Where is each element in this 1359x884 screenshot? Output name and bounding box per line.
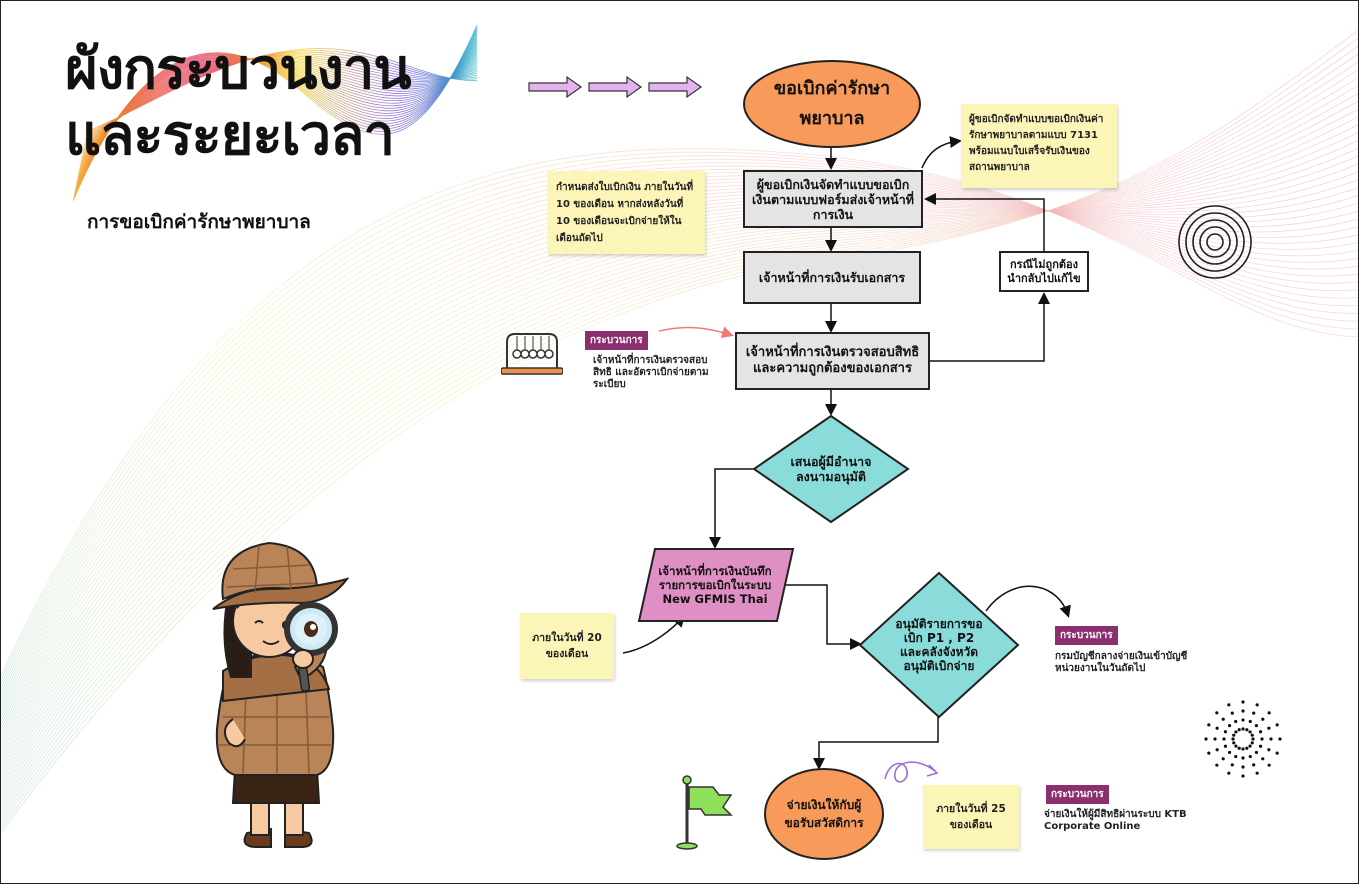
record-gfmis-label: เจ้าหน้าที่การเงินบันทึกรายการขอเบิกในระ…	[658, 564, 772, 606]
process-text-transfer: กรมบัญชีกลางจ่ายเงินเข้าบัญชีหน่วยงานในว…	[1055, 651, 1188, 674]
detective-character	[212, 541, 349, 848]
note-submission-deadline: กำหนดส่งใบเบิกเงิน ภายในวันที่ 10 ของเดื…	[548, 171, 705, 254]
concentric-circles-icon	[1178, 205, 1252, 279]
header-arrows	[528, 75, 703, 99]
wave-lines	[1, 30, 1358, 834]
process-tag-ktb: กระบวนการ	[1046, 785, 1109, 804]
process-text-check: เจ้าหน้าที่การเงินตรวจสอบสิทธิ และอัตราเ…	[593, 355, 709, 390]
end-terminal	[764, 768, 884, 860]
decision-payment-approval-label: อนุมัติรายการขอเบิก P1 , P2 และคลังจังหว…	[895, 617, 983, 673]
decision-payment-approval	[858, 571, 1020, 719]
step-prepare-form: ผู้ขอเบิกเงินจัดทำแบบขอเบิกเงินตามแบบฟอร…	[743, 170, 923, 228]
title-line-2: และระยะเวลา	[65, 103, 395, 168]
page-title: ผังกระบวนงาน และระยะเวลา	[65, 37, 505, 169]
process-text-ktb: จ่ายเงินให้ผู้มีสิทธิผ่านระบบ KTB Corpor…	[1044, 809, 1187, 832]
process-tag-check: กระบวนการ	[585, 331, 648, 350]
step-receive-documents: เจ้าหน้าที่การเงินรับเอกสาร	[743, 251, 921, 304]
note-within-day-20: ภายในวันที่ 20 ของเดือน	[520, 613, 614, 679]
title-ribbon	[72, 24, 478, 202]
decision-approval	[752, 414, 910, 524]
title-line-1: ผังกระบวนงาน	[65, 37, 412, 102]
step-verify-rights: เจ้าหน้าที่การเงินตรวจสอบสิทธิและความถูก…	[735, 332, 930, 390]
return-for-correction: กรณีไม่ถูกต้องนำกลับไปแก้ไข	[999, 251, 1089, 292]
flag-icon	[676, 775, 733, 850]
record-gfmis	[637, 548, 795, 622]
page-subtitle: การขอเบิกค่ารักษาพยาบาล	[87, 211, 311, 233]
decision-approval-label: เสนอผู้มีอำนาจลงนามอนุมัติ	[790, 454, 872, 484]
note-within-day-25: ภายในวันที่ 25 ของเดือน	[923, 785, 1019, 849]
newtons-cradle-icon	[501, 333, 563, 375]
end-terminal-label: จ่ายเงินให้กับผู้ขอรับสวัสดิการ	[784, 798, 864, 830]
start-terminal-label: ขอเบิกค่ารักษาพยาบาล	[773, 78, 891, 129]
start-terminal	[743, 60, 921, 148]
process-tag-transfer: กระบวนการ	[1055, 626, 1118, 645]
dot-burst-icon	[1204, 700, 1282, 778]
note-form-7131: ผู้ขอเบิกจัดทำแบบขอเบิกเงินค่ารักษาพยาบา…	[961, 104, 1117, 188]
